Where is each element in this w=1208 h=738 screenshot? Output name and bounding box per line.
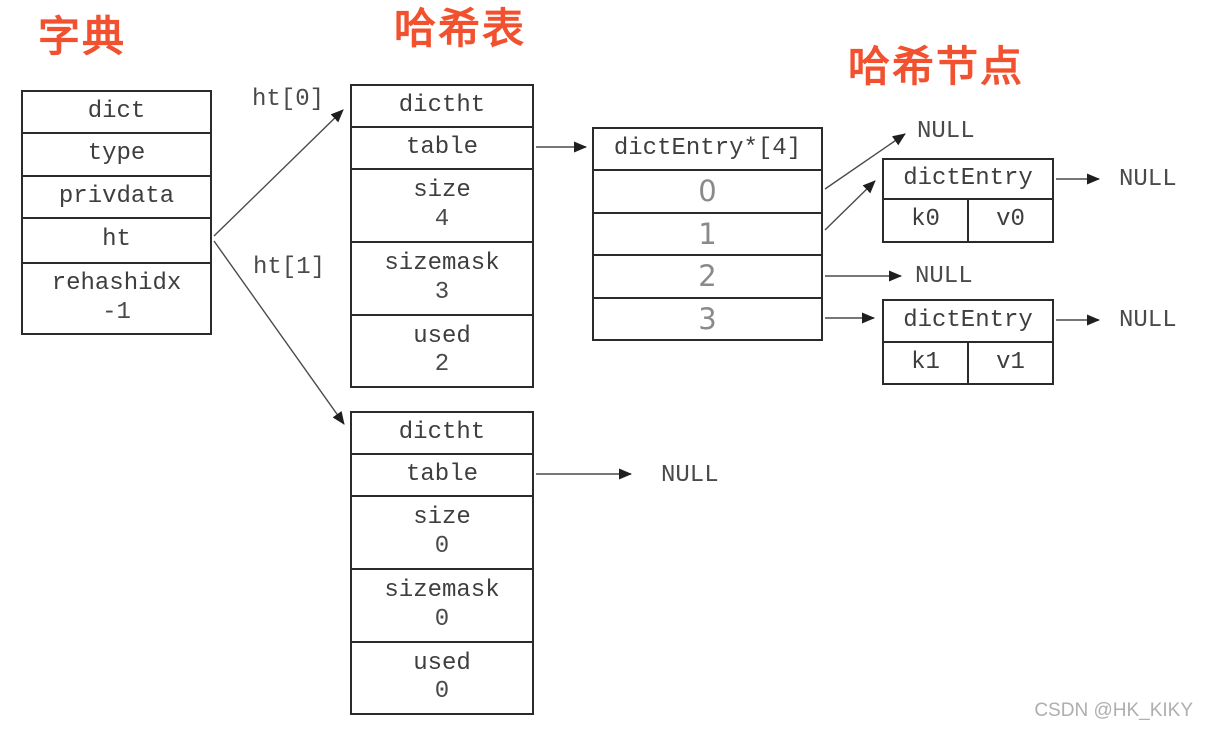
bucket-slot-3: 3 (592, 297, 823, 341)
null-label-empty-table: NULL (661, 462, 719, 489)
rehashidx-label: rehashidx (51, 270, 182, 298)
dictht1-row-dictht: dictht (350, 411, 534, 455)
rehashidx-value: -1 (102, 298, 131, 326)
null-label-entry0-next: NULL (1119, 166, 1177, 193)
dict-row-privdata: privdata (21, 175, 212, 219)
arrow-ht0-to-dictht (213, 109, 344, 237)
entry0-header: dictEntry (882, 158, 1054, 201)
dictht0-used-label: used (413, 322, 471, 350)
dict-row-ht: ht (21, 217, 212, 264)
dict-row-rehashidx: rehashidx -1 (21, 262, 212, 335)
dictht0-used-value: 2 (434, 351, 450, 378)
title-hash-node: 哈希节点 (848, 43, 1025, 90)
arrow-slot1-to-entry0 (824, 180, 876, 231)
entry1-kv-row: k1 v1 (882, 341, 1054, 385)
dictht1-row-table: table (350, 453, 534, 497)
dictht0-row-table: table (350, 126, 534, 170)
dict-row-dict: dict (21, 90, 212, 134)
ht1-pointer-label: ht[1] (253, 254, 326, 281)
title-dictionary: 字典 (38, 13, 127, 60)
dictht0-row-dictht: dictht (350, 84, 534, 128)
dictht0-row-size: size 4 (350, 168, 534, 243)
dictht0-row-sizemask: sizemask 3 (350, 241, 534, 316)
entry1-value: v1 (967, 343, 1052, 383)
dictht1-used-label: used (413, 649, 471, 677)
dictht0-sizemask-label: sizemask (384, 250, 500, 278)
watermark: CSDN @HK_KIKY (1034, 700, 1193, 721)
dictht0-size-label: size (413, 177, 471, 205)
dictht1-size-label: size (413, 504, 471, 532)
bucket-slot-1: 1 (592, 212, 823, 256)
dictht1-row-sizemask: sizemask 0 (350, 568, 534, 643)
dictht1-sizemask-value: 0 (434, 605, 450, 633)
null-label-entry1-next: NULL (1119, 307, 1177, 334)
dictht1-sizemask-label: sizemask (384, 577, 500, 605)
null-label-slot0: NULL (917, 118, 975, 145)
entry1-header: dictEntry (882, 299, 1054, 343)
bucket-array-header: dictEntry*[4] (592, 127, 823, 171)
dictht0-sizemask-value: 3 (434, 278, 450, 306)
dictht1-used-value: 0 (434, 678, 450, 705)
dict-row-type: type (21, 132, 212, 177)
title-hash-table: 哈希表 (394, 5, 527, 52)
dictht0-size-value: 4 (434, 205, 450, 233)
entry0-value: v0 (967, 200, 1052, 241)
bucket-slot-2: 2 (592, 254, 823, 299)
null-label-slot2: NULL (915, 263, 973, 290)
entry0-kv-row: k0 v0 (882, 198, 1054, 243)
dictht0-row-used: used 2 (350, 314, 534, 388)
bucket-slot-0: 0 (592, 169, 823, 214)
entry0-key: k0 (911, 206, 940, 234)
dictht1-row-size: size 0 (350, 495, 534, 570)
ht0-pointer-label: ht[0] (252, 86, 325, 113)
dictht1-size-value: 0 (434, 532, 450, 560)
entry1-key: k1 (911, 348, 940, 376)
dictht1-row-used: used 0 (350, 641, 534, 715)
